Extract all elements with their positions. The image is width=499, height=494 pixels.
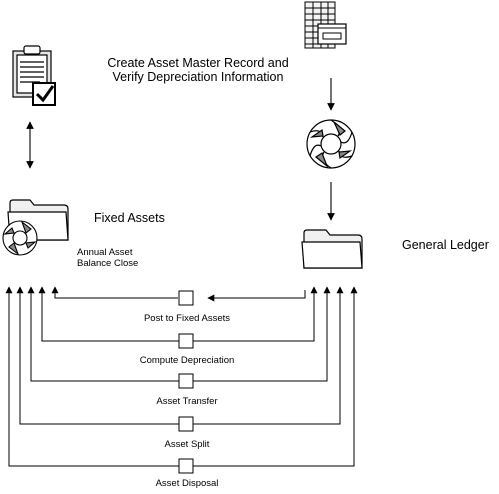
loop-asset-disposal xyxy=(5,286,358,474)
process-wheel-icon xyxy=(306,119,356,169)
annual-close-line-1: Annual Asset xyxy=(77,247,133,258)
loop-post-to-fixed-assets xyxy=(51,286,306,306)
process-label-asset-split: Asset Split xyxy=(164,439,210,450)
clipboard-checklist-icon xyxy=(12,45,56,106)
process-label-compute-depreciation: Compute Depreciation xyxy=(139,355,235,366)
process-label-asset-disposal: Asset Disposal xyxy=(155,478,219,489)
title-line-2: Verify Depreciation Information xyxy=(112,70,284,85)
spreadsheet-form-icon xyxy=(304,1,347,49)
diagram-title: Create Asset Master Record and Verify De… xyxy=(98,56,298,85)
annual-close-line-2: Balance Close xyxy=(77,257,139,269)
loop-compute-depreciation xyxy=(38,286,318,349)
process-wheel-icon xyxy=(2,220,38,256)
loop-asset-split xyxy=(16,286,344,432)
fixed-assets-label: Fixed Assets xyxy=(94,211,165,225)
annual-close-label: Annual Asset Balance Close xyxy=(77,247,139,270)
folder-icon xyxy=(301,229,363,269)
general-ledger-label: General Ledger xyxy=(402,238,489,252)
process-label-post-to-fixed-assets: Post to Fixed Assets xyxy=(143,313,231,324)
title-line-1: Create Asset Master Record and xyxy=(107,56,289,70)
process-label-asset-transfer: Asset Transfer xyxy=(156,396,218,407)
loop-asset-transfer xyxy=(27,286,331,389)
